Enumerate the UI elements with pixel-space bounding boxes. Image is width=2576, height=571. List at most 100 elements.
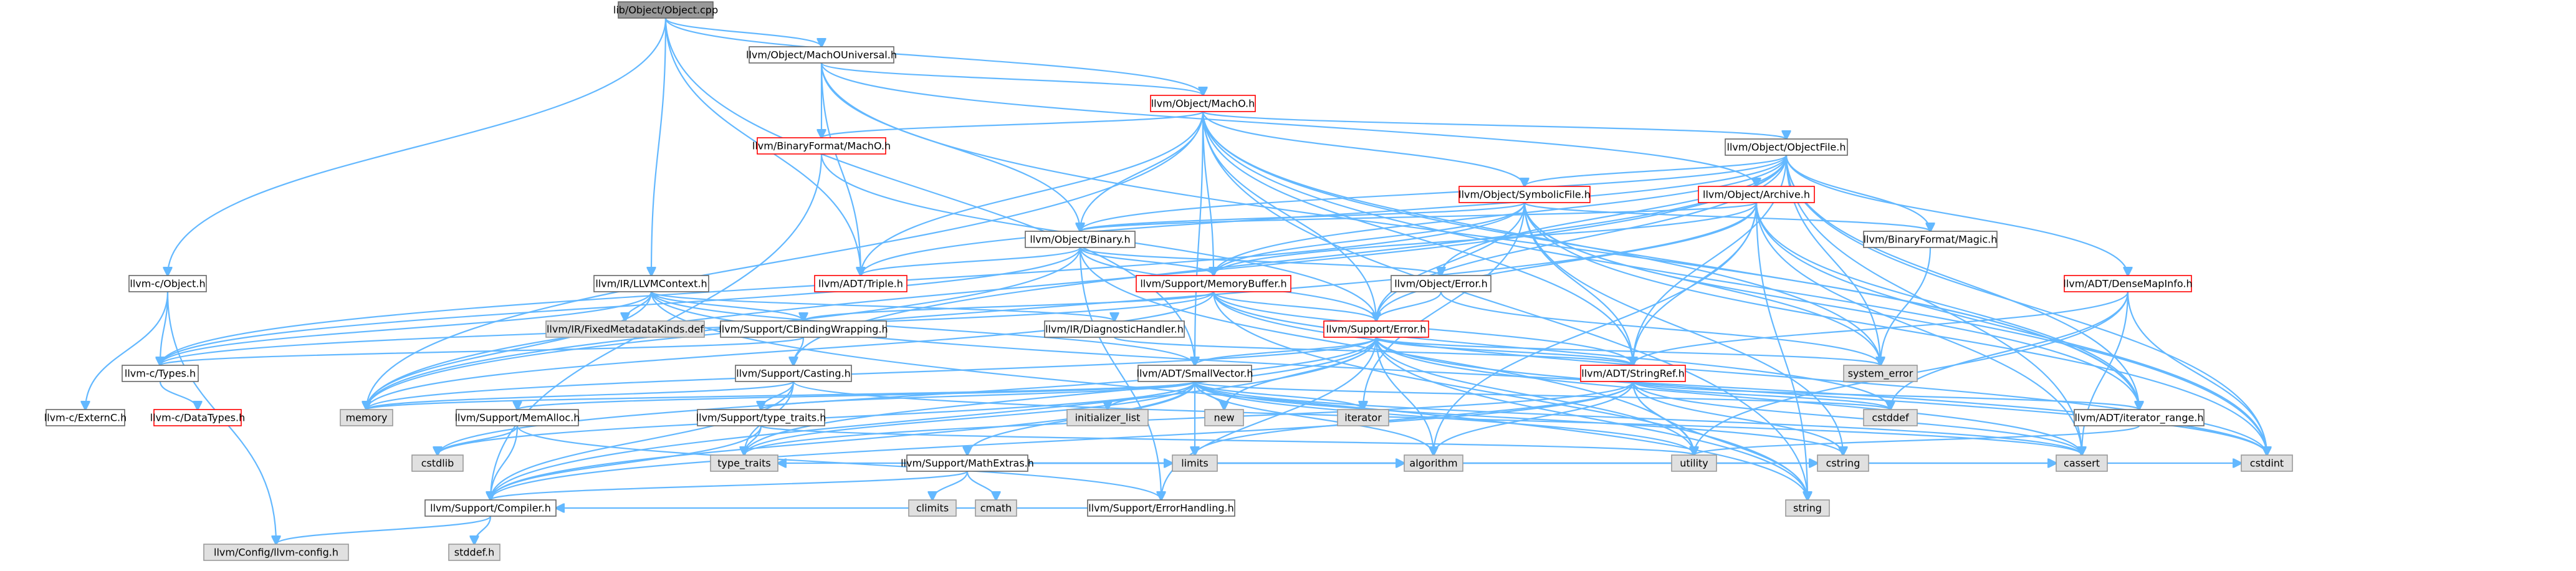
node-cstdint[interactable]: cstdint xyxy=(2241,454,2293,472)
node-llvm-support-cbindingwrapping-h[interactable]: llvm/Support/CBindingWrapping.h xyxy=(719,320,888,338)
node-llvm-support-compiler-h[interactable]: llvm/Support/Compiler.h xyxy=(424,499,557,517)
node-llvm-binaryformat-magic-h[interactable]: llvm/BinaryFormat/Magic.h xyxy=(1863,231,1998,248)
node-llvm-c-datatypes-h[interactable]: llvm-c/DataTypes.h xyxy=(150,409,245,426)
node-cstring[interactable]: cstring xyxy=(1817,454,1869,472)
node-box xyxy=(1204,409,1244,426)
node-box xyxy=(1580,365,1686,382)
node-label: cstring xyxy=(1826,458,1860,469)
node-box xyxy=(153,409,242,426)
node-label: llvm/Object/MachOUniversal.h xyxy=(746,49,897,61)
edge-machouniversal-to-archive xyxy=(820,62,1756,186)
node-label: cstdlib xyxy=(421,458,454,469)
node-box xyxy=(203,544,349,561)
node-initializer-list[interactable]: initializer_list xyxy=(1066,409,1149,426)
node-label: string xyxy=(1793,502,1822,514)
node-box xyxy=(1863,231,1998,248)
edge-smallvector-to-type_traits_h xyxy=(761,380,1196,410)
edge-symbolicfile-to-cstring xyxy=(1523,202,1843,455)
node-llvm-object-symbolicfile-h[interactable]: llvm/Object/SymbolicFile.h xyxy=(1458,186,1591,203)
node-label: llvm/Support/MemAlloc.h xyxy=(455,412,580,424)
node-llvm-support-casting-h[interactable]: llvm/Support/Casting.h xyxy=(735,365,852,382)
edge-smallvector-to-cstring xyxy=(1194,381,1843,455)
node-llvm-adt-triple-h[interactable]: llvm/ADT/Triple.h xyxy=(814,275,907,292)
node-cstddef[interactable]: cstddef xyxy=(1863,409,1918,426)
node-llvm-object-objectfile-h[interactable]: llvm/Object/ObjectFile.h xyxy=(1725,138,1848,156)
edge-memorybuffer-to-cstddef xyxy=(1212,291,1890,410)
node-llvm-ir-llvmcontext-h[interactable]: llvm/IR/LLVMContext.h xyxy=(593,275,709,292)
node-box xyxy=(1172,454,1218,472)
node-label: llvm/BinaryFormat/MachO.h xyxy=(752,140,891,152)
node-label: llvm/Support/CBindingWrapping.h xyxy=(719,324,888,335)
node-lib-object-object-cpp[interactable]: lib/Object/Object.cpp xyxy=(613,1,718,19)
node-label: llvm-c/DataTypes.h xyxy=(150,412,245,424)
node-llvm-ir-diagnostichandler-h[interactable]: llvm/IR/DiagnosticHandler.h xyxy=(1044,320,1185,338)
node-box xyxy=(411,454,464,472)
node-llvm-support-error-h[interactable]: llvm/Support/Error.h xyxy=(1323,320,1429,338)
edge-stringref-to-cstring xyxy=(1632,381,1843,455)
node-cassert[interactable]: cassert xyxy=(2056,454,2108,472)
node-label: llvm/ADT/StringRef.h xyxy=(1581,368,1684,380)
node-label: llvm/Support/ErrorHandling.h xyxy=(1088,502,1234,514)
edge-llvmcontext-to-c_types xyxy=(160,291,653,365)
node-utility[interactable]: utility xyxy=(1671,454,1717,472)
node-algorithm[interactable]: algorithm xyxy=(1404,454,1463,472)
edge-machouniversal-to-triple xyxy=(820,62,861,276)
node-box xyxy=(720,320,887,338)
node-label: llvm/ADT/Triple.h xyxy=(818,278,903,290)
node-llvm-binaryformat-macho-h[interactable]: llvm/BinaryFormat/MachO.h xyxy=(752,137,891,155)
edge-sup_error-to-smallvector xyxy=(1195,337,1377,365)
node-box xyxy=(1817,454,1869,472)
node-label: algorithm xyxy=(1409,458,1457,469)
node-llvm-object-macho-h[interactable]: llvm/Object/MachO.h xyxy=(1150,95,1256,112)
node-system-error[interactable]: system_error xyxy=(1843,365,1918,382)
edge-cbinding-to-casting xyxy=(793,337,805,365)
node-cstdlib[interactable]: cstdlib xyxy=(411,454,464,472)
node-new[interactable]: new xyxy=(1204,409,1244,426)
node-llvm-support-memorybuffer-h[interactable]: llvm/Support/MemoryBuffer.h xyxy=(1136,275,1291,292)
node-string[interactable]: string xyxy=(1785,499,1830,517)
node-llvm-object-error-h[interactable]: llvm/Object/Error.h xyxy=(1391,275,1491,292)
node-llvm-c-object-h[interactable]: llvm-c/Object.h xyxy=(128,275,207,292)
node-label: llvm/Support/type_traits.h xyxy=(696,412,826,425)
node-llvm-support-errorhandling-h[interactable]: llvm/Support/ErrorHandling.h xyxy=(1087,499,1235,517)
node-climits[interactable]: climits xyxy=(908,499,957,517)
edge-smallvector-to-memory xyxy=(366,380,1196,410)
node-llvm-object-machouniversal-h[interactable]: llvm/Object/MachOUniversal.h xyxy=(746,46,897,64)
edge-objectfile-to-iterator_range xyxy=(1785,155,2139,410)
node-limits[interactable]: limits xyxy=(1172,454,1218,472)
node-memory[interactable]: memory xyxy=(340,409,393,426)
node-box xyxy=(710,454,778,472)
node-llvm-adt-iterator-range-h[interactable]: llvm/ADT/iterator_range.h xyxy=(2074,409,2205,426)
node-llvm-support-type-traits-h[interactable]: llvm/Support/type_traits.h xyxy=(696,409,826,426)
node-llvm-adt-densemapinfo-h[interactable]: llvm/ADT/DenseMapInfo.h xyxy=(2063,275,2193,292)
node-label: cmath xyxy=(980,502,1012,514)
node-llvm-support-memalloc-h[interactable]: llvm/Support/MemAlloc.h xyxy=(455,409,580,426)
edge-memalloc-to-cstdlib xyxy=(438,425,519,455)
edge-sup_error-to-cstdint xyxy=(1375,337,2267,455)
node-cmath[interactable]: cmath xyxy=(975,499,1017,517)
node-llvm-support-mathextras-h[interactable]: llvm/Support/MathExtras.h xyxy=(901,454,1034,472)
node-box xyxy=(1725,138,1848,156)
edge-objectfile-to-symbolicfile xyxy=(1525,154,1788,186)
node-llvm-adt-stringref-h[interactable]: llvm/ADT/StringRef.h xyxy=(1580,365,1686,382)
edge-stringref-to-iterator_range xyxy=(1632,380,2139,410)
node-type-traits[interactable]: type_traits xyxy=(710,454,778,472)
node-stddef-h[interactable]: stddef.h xyxy=(448,544,500,561)
edge-cbinding-to-c_types xyxy=(160,336,805,365)
node-llvm-c-externc-h[interactable]: llvm-c/ExternC.h xyxy=(44,409,127,426)
node-llvm-object-binary-h[interactable]: llvm/Object/Binary.h xyxy=(1025,231,1136,248)
node-iterator[interactable]: iterator xyxy=(1337,409,1389,426)
node-box xyxy=(814,275,907,292)
node-llvm-ir-fixedmetadatakinds-def[interactable]: llvm/IR/FixedMetadataKinds.def xyxy=(545,320,705,338)
node-box xyxy=(1785,499,1830,517)
node-llvm-object-archive-h[interactable]: llvm/Object/Archive.h xyxy=(1698,186,1815,203)
node-llvm-c-types-h[interactable]: llvm-c/Types.h xyxy=(122,365,199,382)
edge-stringref-to-algorithm xyxy=(1434,381,1634,455)
edge-archive-to-algorithm xyxy=(1434,202,1758,455)
node-box xyxy=(122,365,199,382)
edge-root-to-macho xyxy=(664,17,1203,95)
node-llvm-config-llvm-config-h[interactable]: llvm/Config/llvm-config.h xyxy=(203,544,349,561)
node-label: llvm/Object/Error.h xyxy=(1394,278,1488,290)
node-llvm-adt-smallvector-h[interactable]: llvm/ADT/SmallVector.h xyxy=(1137,365,1253,382)
node-label: llvm/Object/ObjectFile.h xyxy=(1727,142,1846,153)
